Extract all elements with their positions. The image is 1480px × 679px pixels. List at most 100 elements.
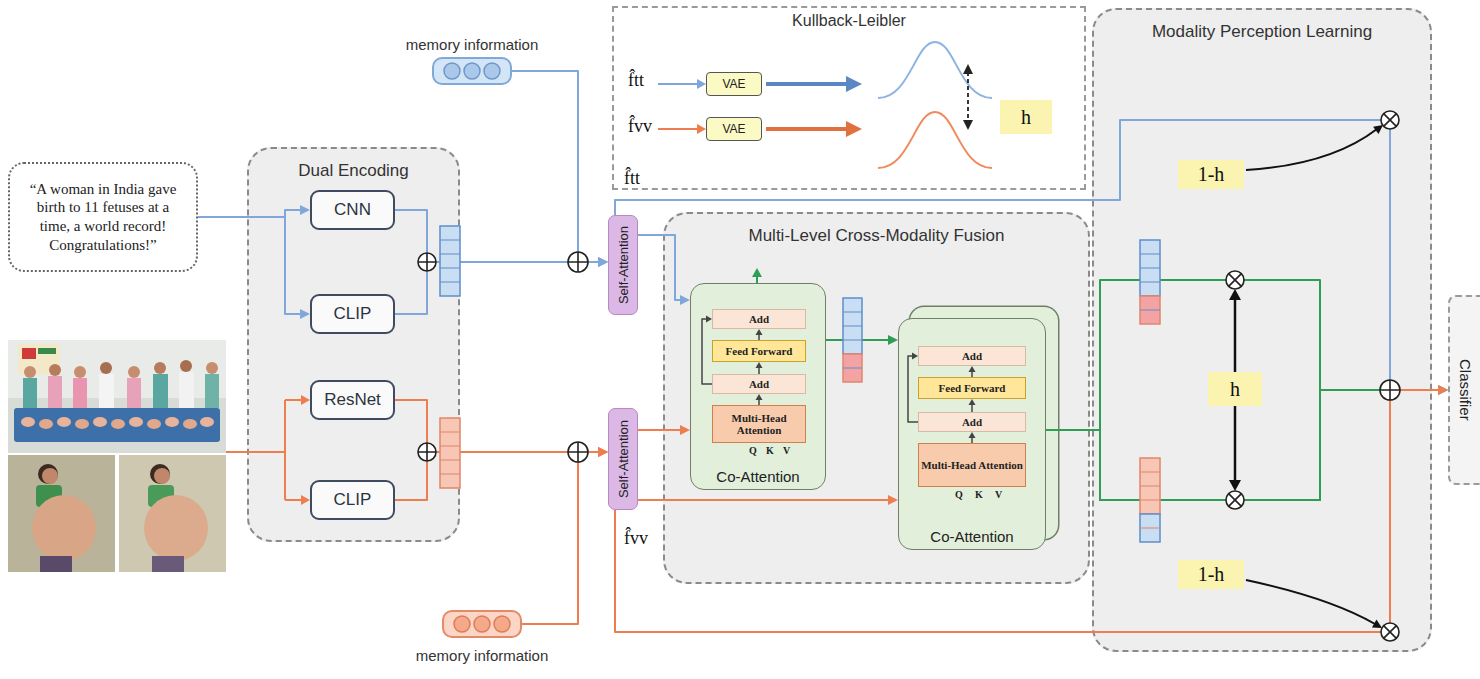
weight-arrows [1229,289,1241,300]
connector-line [198,210,302,217]
weight-box: 1-h [1178,160,1244,189]
arrow-head [598,257,608,267]
node-text: ResNet [324,390,381,410]
news-photo [119,455,226,572]
connector [756,362,763,374]
arrow-head [756,329,763,335]
layer-box: Feed Forward [712,340,806,362]
feature-vector [440,432,460,474]
arrow-head [888,495,898,505]
news-photo [180,360,192,372]
ca-output-arrow [752,268,762,277]
arrow-head [969,366,976,372]
encoder-box: CLIP [310,480,395,520]
news-photo [8,340,226,572]
node-text: h [1021,106,1031,129]
kl-divergence-sketch [697,124,706,134]
news-photo [8,455,115,572]
layer-box: Add [712,374,806,394]
encoder-box: CLIP [310,294,395,334]
news-photo [154,468,170,484]
kl-divergence-sketch [878,112,992,168]
symbol-label: f̂vv [624,528,648,549]
sum-symbol [1380,380,1400,400]
memory-box: memory information [442,610,522,638]
news-photo [40,556,72,572]
sum-symbol [418,253,436,271]
news-photo [165,417,179,427]
symbol-label: f̂tt [624,168,640,189]
node-text: Add [962,416,982,428]
connector-line [638,235,682,300]
label-slot: V [783,445,790,456]
connector [756,394,763,405]
kl-divergence-sketch [766,82,848,86]
arrow-head [969,432,976,438]
connector [1046,280,1448,430]
memory-slots [484,63,500,79]
product-symbol [1226,111,1399,641]
product-symbol [1381,623,1399,641]
news-photo [152,556,184,572]
arrow-head [888,335,898,345]
news-photo [24,366,36,378]
connector-line [638,429,682,431]
news-photo [111,419,125,429]
connector [638,425,690,435]
news-photo [21,417,35,427]
qkv-label: Q [749,445,757,456]
news-photo [73,378,87,408]
news-photo [128,366,140,378]
connector [969,399,976,412]
node-text: Self-Attention [616,420,631,498]
node-text: Add [962,350,982,362]
co-attention-block: Co-AttentionAddFeed ForwardAddMulti-Head… [690,283,826,490]
news-photo [144,495,208,561]
weight-arrows [1372,620,1382,628]
attention-box: Self-Attention [608,408,638,510]
node-text: Classifier [1457,359,1474,421]
connector-line [971,404,973,412]
node-text: 1-h [1198,563,1225,586]
product-symbol [1384,626,1397,639]
node-text: Add [749,313,769,325]
connector-line [615,120,1440,390]
label-slot: K [766,445,774,456]
news-photo [153,374,168,408]
label-slot: f̂tt [628,70,644,91]
news-photo [8,340,226,453]
layer-box: Multi-Head Attention [918,443,1026,487]
classifier-box: Classifier [1448,295,1480,485]
memory-slots [433,58,521,637]
connector [512,71,608,267]
news-photo [57,417,71,427]
connector [908,353,918,423]
weight-arrows [1246,580,1375,624]
arrow-head [969,399,976,405]
arrow-head [912,353,918,360]
image-input-arrows [301,395,310,405]
sum-symbol [1380,380,1400,400]
product-symbol [1384,114,1397,127]
connector [969,432,976,443]
arrow-head [1438,385,1448,395]
node-text: VAE [722,122,745,136]
image-input-arrows [226,395,310,505]
memory-slots [464,63,480,79]
node-text: CNN [334,200,371,220]
sum-symbol [418,253,436,271]
arrow-head [680,295,690,305]
kl-divergence-sketch [963,64,973,74]
memory-slots [443,611,521,637]
node-text: Feed Forward [939,382,1006,394]
kl-divergence-sketch [846,121,862,137]
arrow-head [300,205,310,215]
news-photo [39,419,53,429]
weight-arrows [1229,125,1383,628]
connector [198,217,310,319]
node-text: 1-h [1198,163,1225,186]
connector-line [1046,280,1440,430]
news-photo [206,362,218,374]
qkv-label: V [783,445,790,456]
